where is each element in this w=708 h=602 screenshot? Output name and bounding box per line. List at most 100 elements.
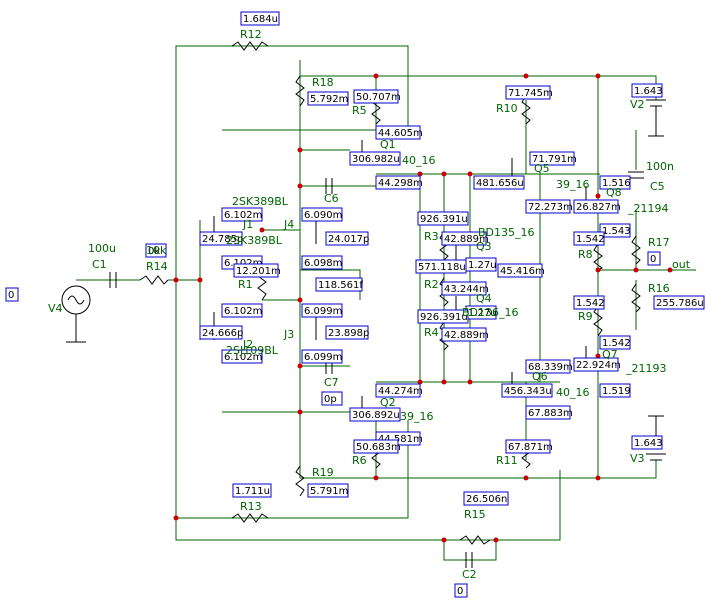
readout-m8: 44.298m <box>375 175 423 190</box>
label-c100n: 100n <box>646 160 674 173</box>
readout-value: 5.792m <box>310 94 348 105</box>
readout-value: 1.643 <box>634 438 663 449</box>
label-c1val: 100u <box>88 242 116 255</box>
label-q3: Q3 <box>476 240 492 253</box>
label-j1: J1 <box>242 218 253 231</box>
readout-value: 67.871m <box>508 442 553 453</box>
readout-value: 926.391u <box>420 312 468 323</box>
label-r19: R19 <box>312 466 334 479</box>
readout-value: 44.274m <box>378 386 423 397</box>
readout-value: 118.561f <box>318 280 363 291</box>
readout-m23: 12.201m <box>233 263 281 278</box>
label-v3: V3 <box>630 452 645 465</box>
label-r17: R17 <box>648 236 670 249</box>
readout-box <box>631 435 663 450</box>
readout-m37: 42.889m <box>441 327 489 342</box>
readout-m29: 255.786u <box>653 295 705 310</box>
readout-value: 71.791m <box>532 154 577 165</box>
readout-value: 1.684u <box>243 14 278 25</box>
readout-m26: 45.416m <box>497 263 545 278</box>
label-r6: R6 <box>352 454 367 467</box>
readout-box <box>501 383 553 398</box>
readout-value: 26.506n <box>466 494 507 505</box>
label-v4: V4 <box>48 302 63 315</box>
readout-m52: 5.791m <box>307 483 349 498</box>
readout-m15: 926.391u <box>417 211 469 226</box>
resistor-r3 <box>439 231 449 261</box>
readout-m40: 6.099m <box>301 349 343 364</box>
readout-m54: 26.506n <box>463 491 509 506</box>
readout-value: 6.102m <box>224 352 262 363</box>
readout-value: 44.581m <box>378 434 423 445</box>
small-value-box <box>5 287 19 302</box>
readout-m20: 1.542 <box>573 231 605 246</box>
label-q1: Q1 <box>380 138 396 151</box>
resistor-r12 <box>231 41 269 51</box>
readout-box <box>353 89 399 104</box>
readout-m31: 6.102m <box>221 303 263 318</box>
small-value-box <box>647 251 661 266</box>
small-value-s5: 0k <box>145 243 167 258</box>
readout-box <box>307 91 349 106</box>
readout-m28: 43.244m <box>441 281 489 296</box>
readout-m12: 26.827m <box>573 199 621 214</box>
resistor-r10 <box>521 95 531 125</box>
readout-m47: 67.883m <box>525 405 573 420</box>
label-r2: R2 <box>424 278 439 291</box>
label-r4: R4 <box>424 326 439 339</box>
readout-box <box>301 303 343 318</box>
readout-box <box>529 151 575 166</box>
label-v2: V2 <box>630 98 645 111</box>
readout-box <box>525 359 571 374</box>
readout-value: 24.666p <box>202 328 243 339</box>
label-r13: R13 <box>240 500 262 513</box>
readout-value: 22.924m <box>576 360 621 371</box>
readout-m50: 50.683m <box>353 439 401 454</box>
readout-box <box>353 439 399 454</box>
small-value-box <box>145 243 167 258</box>
readout-m24: 571.118u <box>415 259 467 274</box>
readout-m1: 1.684u <box>240 11 280 26</box>
readout-value: 6.102m <box>224 210 262 221</box>
small-value-box <box>454 583 468 598</box>
readout-box <box>599 335 631 350</box>
readout-m42: 68.339m <box>525 359 573 374</box>
resistor-r14 <box>139 275 169 285</box>
label-r9: R9 <box>578 310 593 323</box>
label-r14val: 10k <box>146 244 167 257</box>
readout-m41: 22.924m <box>573 357 621 372</box>
readout-value: 6.099m <box>304 306 342 317</box>
readout-value: 926.391u <box>420 214 468 225</box>
small-value-value: 0 <box>457 586 463 597</box>
label-r11: R11 <box>496 454 518 467</box>
resistor-r18 <box>295 75 305 107</box>
small-value-s2: 0p <box>321 391 343 406</box>
label-n40_16b: 40_16 <box>556 386 590 399</box>
label-r10: R10 <box>496 102 518 115</box>
label-r18: R18 <box>312 76 334 89</box>
readout-value: 6.099m <box>304 352 342 363</box>
small-value-value: 0k <box>148 246 160 257</box>
label-sk389b: 2SK389BL <box>226 234 283 247</box>
readout-box <box>232 483 272 498</box>
readout-box <box>573 295 605 310</box>
readout-box <box>653 295 705 310</box>
readout-box <box>599 175 631 190</box>
readout-box <box>301 255 343 270</box>
readout-value: 6.102m <box>224 306 262 317</box>
label-j3: J3 <box>283 328 294 341</box>
readout-box <box>417 309 469 324</box>
readout-m19: 42.889m <box>441 231 489 246</box>
readout-box <box>497 263 543 278</box>
readout-m7: 71.791m <box>529 151 577 166</box>
label-r3: R3 <box>424 230 439 243</box>
readout-m30: 1.542 <box>573 295 605 310</box>
label-c2: C2 <box>462 568 477 581</box>
readout-value: 1.543 <box>602 226 631 237</box>
label-r1: R1 <box>238 278 253 291</box>
readout-value: 26.827m <box>576 202 621 213</box>
readout-box <box>199 325 243 340</box>
readout-value: 1.643 <box>634 86 663 97</box>
